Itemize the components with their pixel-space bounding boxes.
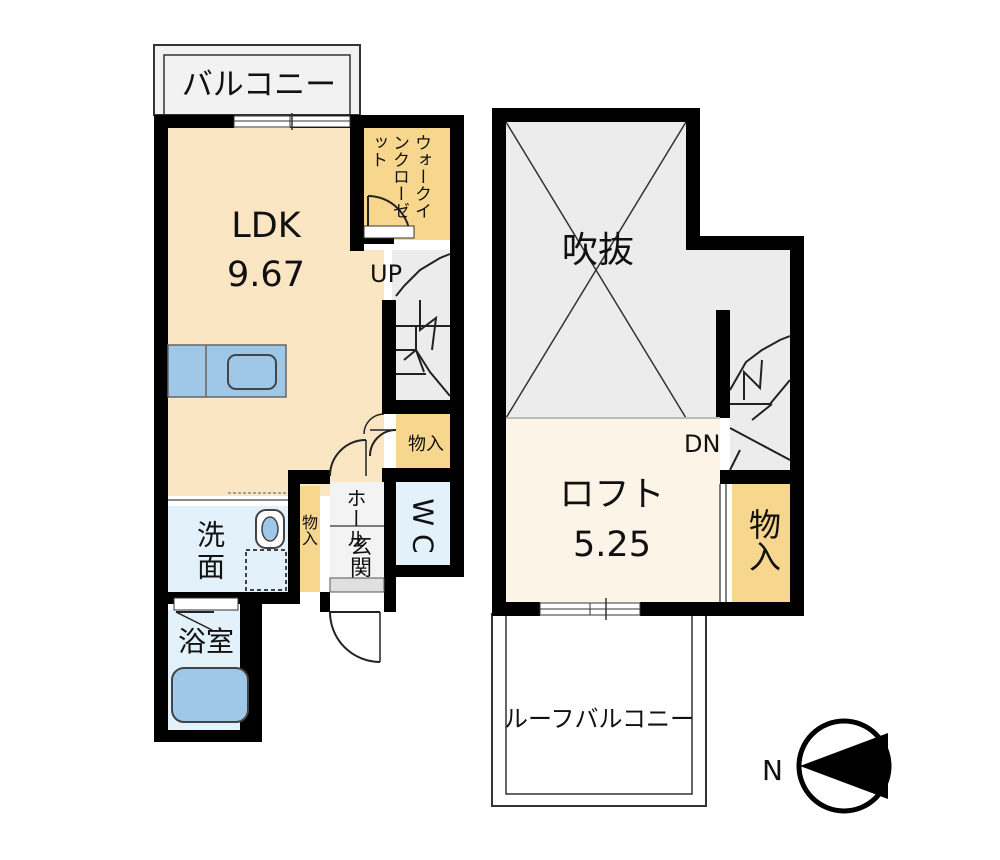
first-floor-plan [153, 44, 464, 742]
hall-label: ホール [343, 488, 367, 548]
ldk-size-label: 9.67 [227, 255, 305, 295]
loft-window [539, 598, 641, 620]
ldk-name-label: LDK [231, 206, 301, 246]
ldk-window [233, 113, 351, 130]
loft-walls [492, 108, 804, 616]
loft-floor-plan [491, 108, 804, 807]
stairs-down [729, 335, 791, 471]
loft-storage-label: 物入 [744, 508, 782, 572]
loft-name-label: ロフト [559, 475, 664, 515]
north-arrow-icon [796, 718, 892, 814]
entrance-door [329, 577, 385, 663]
storage-narrow-label: 物入 [299, 514, 318, 546]
loft-storage-floor [732, 484, 790, 602]
kitchen-counter [167, 344, 287, 398]
storage-door [363, 413, 397, 457]
stairs-up [395, 253, 451, 397]
storage-narrow-floor [298, 486, 320, 592]
entrance-label: 玄関 [346, 534, 371, 578]
stairs-down-label: DN [684, 430, 720, 458]
walk-in-closet-label: ウォークインクローゼット [367, 134, 431, 219]
washroom-label: 洗面 [193, 520, 226, 584]
closet-door [363, 195, 415, 239]
roof-balcony-label: ルーフバルコニー [504, 705, 694, 733]
washroom-door [175, 611, 214, 631]
ldk-floor [168, 128, 364, 496]
balcony-area [153, 44, 361, 116]
loft-floor-area [506, 418, 720, 602]
void-label: 吹抜 [562, 230, 634, 271]
bathroom-label: 浴室 [178, 625, 235, 658]
loft-size-label: 5.25 [573, 525, 651, 565]
stairs-up-label: UP [370, 260, 402, 288]
roof-balcony-area [491, 613, 707, 807]
wc-label: WC [407, 498, 440, 561]
balcony-label: バルコニー [182, 67, 336, 103]
storage-small-label: 物入 [408, 434, 444, 455]
bathtub [171, 667, 249, 723]
wc-floor [394, 482, 452, 568]
storage-small-floor [396, 414, 450, 470]
compass-label: N [762, 754, 783, 787]
hall-door [329, 439, 367, 477]
washbasin [245, 509, 287, 591]
hall-floor [330, 482, 384, 592]
